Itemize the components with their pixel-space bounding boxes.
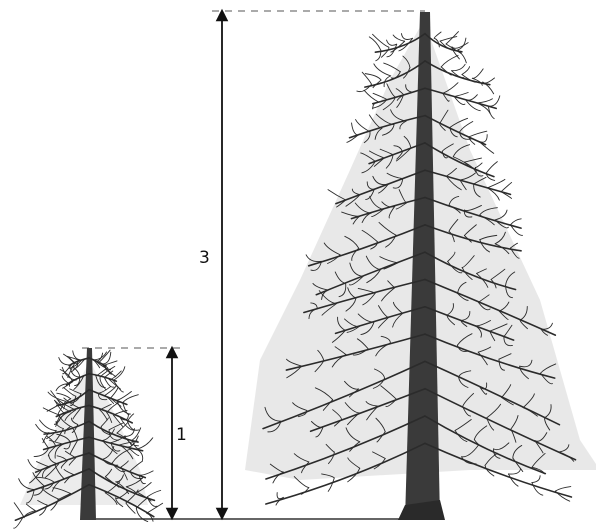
large-tree-illustration <box>245 12 596 520</box>
large-tree-height-label: 3 <box>199 248 210 268</box>
small-tree-height-label: 1 <box>176 425 187 445</box>
